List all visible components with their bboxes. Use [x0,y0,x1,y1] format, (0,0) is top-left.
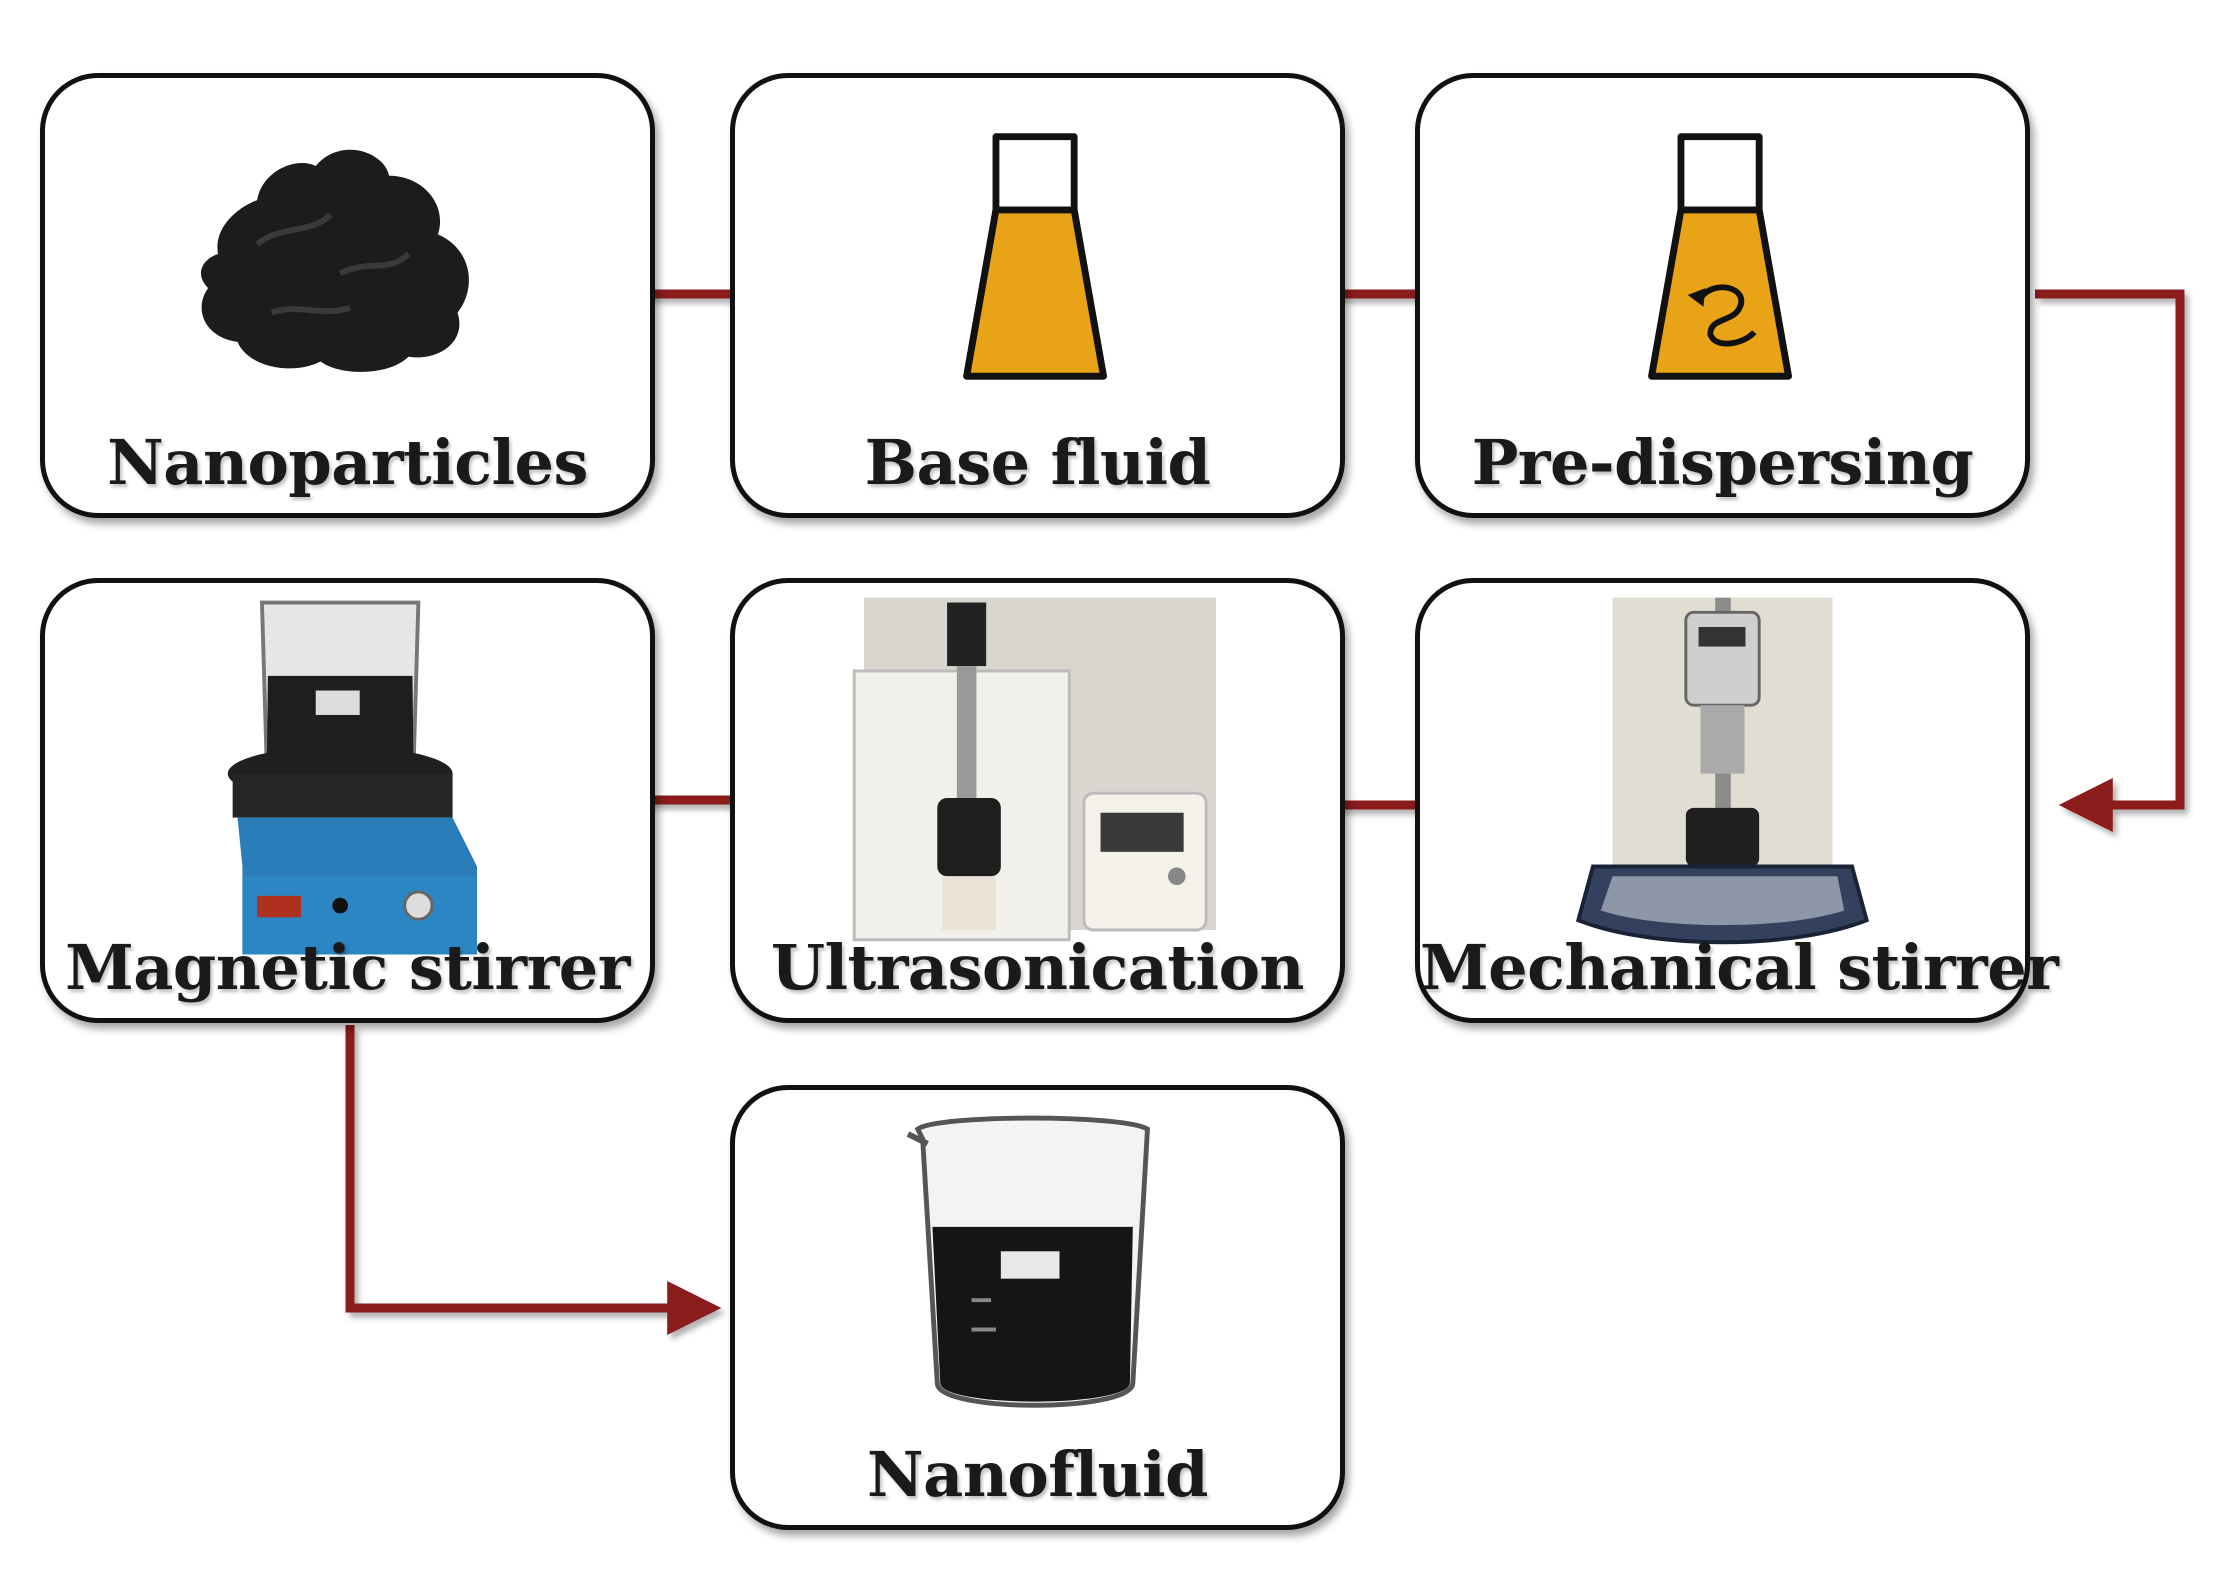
step-nanoparticles: Nanoparticles [40,73,655,518]
ultrasonicator-icon [852,597,1216,942]
step-base-fluid: Base fluid [730,73,1345,518]
step-mechanical-stirrer: Mechanical stirrer [1415,578,2059,1023]
step-ultrasonication: Ultrasonication [730,578,1345,1023]
step-magnetic-stirrer: Magnetic stirrer [40,578,655,1023]
magnetic-stirrer-icon [227,600,478,955]
flask-swirl-icon [1648,133,1792,380]
powder-pile-icon [200,149,469,372]
step-nanofluid: Nanofluid [730,1085,1345,1530]
step-label-nanofluid: Nanofluid [867,1438,1208,1511]
beaker-icon [906,1115,1150,1408]
step-label-ultrasonication: Ultrasonication [770,931,1305,1004]
step-label-magnetic-stirrer: Magnetic stirrer [65,931,630,1004]
step-label-mechanical-stirrer: Mechanical stirrer [1420,931,2059,1004]
step-label-base-fluid: Base fluid [864,426,1211,499]
arrow-magnetic-stirrer-to-nanofluid [345,1025,722,1335]
arrow-pre-dispersing-to-mechanical-stirrer [2035,289,2185,832]
flask-icon [963,133,1107,380]
step-pre-dispersing: Pre-dispersing [1415,73,2030,518]
step-label-nanoparticles: Nanoparticles [107,426,588,499]
mechanical-stirrer-icon [1575,597,1870,945]
step-label-pre-dispersing: Pre-dispersing [1471,426,1974,499]
